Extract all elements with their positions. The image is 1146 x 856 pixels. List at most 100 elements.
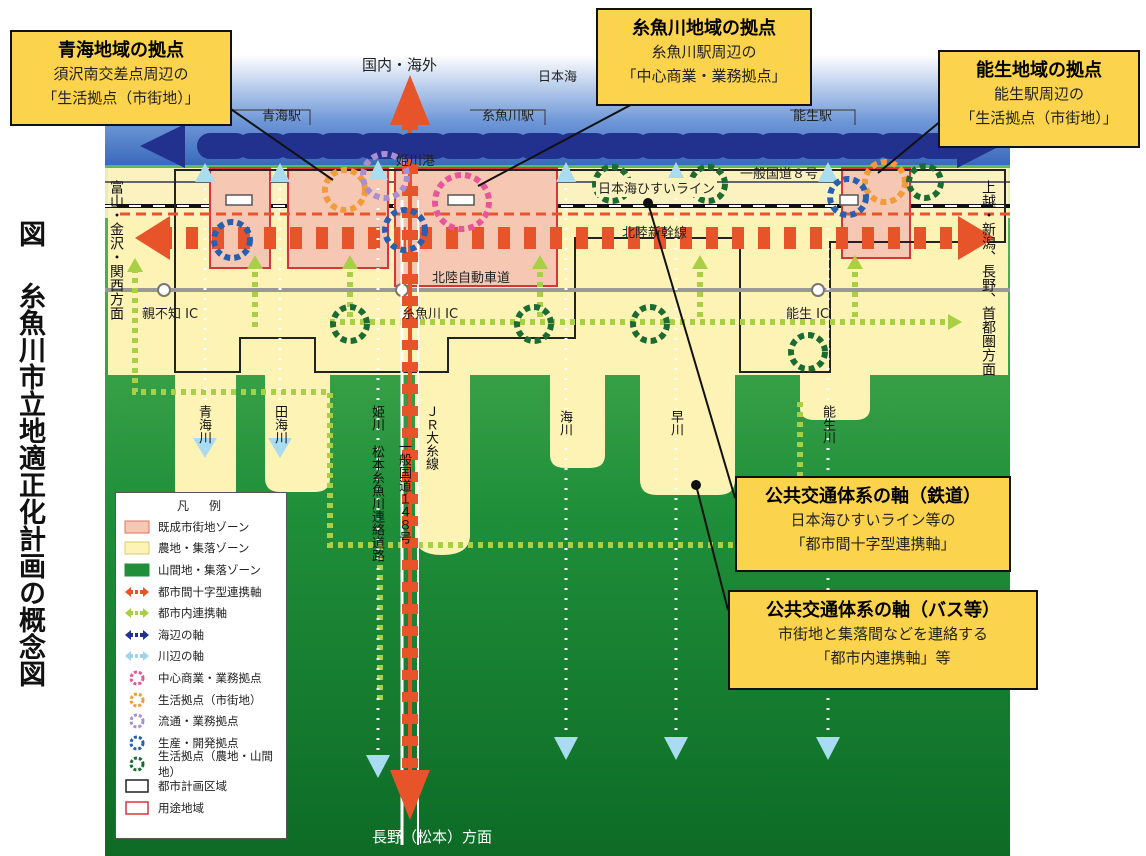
legend-swatch [124,756,150,772]
river-axes [193,160,840,778]
callout-rail-line1: 日本海ひすいライン等の [790,511,956,529]
callout-oumi-line2: 「生活拠点（市街地）」 [42,89,200,107]
callout-bus-heading: 公共交通体系の軸（バス等） [766,600,1000,621]
sea-of-japan-label: 日本海 [538,70,578,85]
legend-item: 都市計画区域 [116,775,286,797]
legend-item: 都市内連携軸 [116,602,286,624]
hubs [211,151,944,372]
legend-swatch [124,692,150,708]
route8-label: 一般国道８号 [740,167,819,182]
legend-label: 用途地域 [158,800,204,815]
oumi-production-hub [211,219,253,261]
domestic-overseas-label: 国内・海外 [362,56,438,74]
legend-item: 生産・開発拠点 [116,732,286,754]
river-umi-label: 海川 [557,410,572,436]
legend-label: 都市計画区域 [158,778,227,793]
jr-oito-label: ＪＲ大糸線 [423,405,438,470]
river-tami-label: 田海川 [272,405,287,444]
callout-leaders [224,99,943,611]
legend-swatch [124,670,150,686]
intracity-arrowheads [127,255,962,330]
legend-label: 都市内連携軸 [158,606,227,621]
nou-ic-label: 能生 IC [786,307,830,322]
figure-title: 糸魚川市立地適正化計画の概念図 [14,282,45,687]
route148-label: 一般国道１４８号 [396,440,411,544]
intracity-axes [132,262,950,700]
callout-nou-hub: 能生地域の拠点 能生駅周辺の 「生活拠点（市街地）」 [938,50,1140,148]
west-direction-label: 富山・金沢・関西方面 [108,180,124,320]
nou-life-hub [862,159,908,205]
callout-bus-line1: 市街地と集落間などを連絡する [777,625,988,643]
river-haya-label: 早川 [668,410,683,436]
intercity-axis-vertical [390,75,430,820]
legend-label: 海辺の軸 [158,627,204,642]
callout-rail-heading: 公共交通体系の軸（鉄道） [765,486,981,507]
station-markers [225,194,859,206]
legend: 凡 例 既成市街地ゾーン農地・集落ゾーン山間地・集落ゾーン都市間十字型連携軸都市… [115,492,287,839]
nou-production-hub [827,176,869,218]
legend-label: 山間地・集落ゾーン [158,562,261,577]
legend-label: 生活拠点（市街地） [158,692,262,707]
callout-bus-line2: 「都市内連携軸」等 [815,649,951,667]
logistics-hub [360,151,410,201]
callout-nou-line1: 能生駅周辺の [993,85,1084,103]
legend-swatch [124,585,150,599]
legend-item: 生活拠点（農地・山間地） [116,749,286,779]
south-direction-label: 長野（松本）方面 [372,828,493,846]
shinkansen-label: 北陸新幹線 [622,226,688,241]
legend-item: 用途地域 [116,797,286,819]
callout-bus-axis: 公共交通体系の軸（バス等） 市街地と集落間などを連絡する 「都市内連携軸」等 [728,590,1038,690]
callout-itoigawa-hub: 糸魚川地域の拠点 糸魚川駅周辺の 「中心商業・業務拠点」 [596,8,812,106]
legend-swatch [124,713,150,729]
legend-swatch [124,628,150,642]
callout-oumi-hub: 青海地域の拠点 須沢南交差点周辺の 「生活拠点（市街地）」 [10,30,232,126]
legend-swatch [124,649,150,663]
legend-item: 既成市街地ゾーン [116,516,286,538]
legend-swatch [124,520,150,534]
callout-oumi-line1: 須沢南交差点周辺の [53,65,189,83]
legend-swatch [124,606,150,620]
legend-item: 都市間十字型連携軸 [116,581,286,603]
legend-swatch [124,735,150,751]
port-production-hub [382,207,428,253]
east-direction-label: 上越・新潟、長野、首都圏方面 [980,180,996,376]
legend-item: 川辺の軸 [116,646,286,668]
legend-label: 生産・開発拠点 [158,735,239,750]
legend-label: 既成市街地ゾーン [158,519,250,534]
callout-nou-line2: 「生活拠点（市街地）」 [960,109,1118,127]
callout-oumi-heading: 青海地域の拠点 [58,40,184,61]
legend-label: 川辺の軸 [158,649,204,664]
legend-item: 流通・業務拠点 [116,710,286,732]
legend-item: 海辺の軸 [116,624,286,646]
callout-itoigawa-line2: 「中心商業・業務拠点」 [621,67,787,85]
oumi-station-label: 青海駅 [262,109,302,124]
intercity-axis-horizontal [120,212,1010,260]
oyashirazu-ic-label: 親不知 IC [142,307,199,322]
legend-label: 中心商業・業務拠点 [158,670,262,685]
legend-label: 農地・集落ゾーン [158,541,250,556]
nou-station-label: 能生駅 [793,109,833,124]
callout-rail-line2: 「都市間十字型連携軸」 [790,535,956,553]
callout-itoigawa-line1: 糸魚川駅周辺の [651,43,757,61]
legend-title: 凡 例 [176,499,225,513]
himekawa-port-label: 姫川港 [396,154,436,169]
hisui-line-label: 日本海ひすいライン [596,178,718,197]
legend-item: 生活拠点（市街地） [116,689,286,711]
expressway-label: 北陸自動車道 [432,271,511,286]
legend-swatch [124,779,150,793]
legend-swatch [124,800,150,815]
river-nou-label: 能生川 [820,405,835,444]
legend-item: 山間地・集落ゾーン [116,559,286,581]
legend-swatch [124,541,150,555]
legend-item: 中心商業・業務拠点 [116,667,286,689]
callout-rail-axis: 公共交通体系の軸（鉄道） 日本海ひすいライン等の 「都市間十字型連携軸」 [735,476,1011,572]
callout-nou-heading: 能生地域の拠点 [976,60,1102,81]
itoigawa-station-label: 糸魚川駅 [482,109,535,124]
legend-label: 都市間十字型連携軸 [158,584,262,599]
legend-label: 流通・業務拠点 [158,714,239,729]
road-matsumoto-label: 松本糸魚川連絡道路 [369,445,384,562]
river-hime-label: 姫川 [369,405,384,431]
legend-label: 生活拠点（農地・山間地） [158,749,273,780]
itoigawa-ic-label: 糸魚川 IC [402,307,459,322]
river-oumi-label: 青海川 [196,405,211,444]
